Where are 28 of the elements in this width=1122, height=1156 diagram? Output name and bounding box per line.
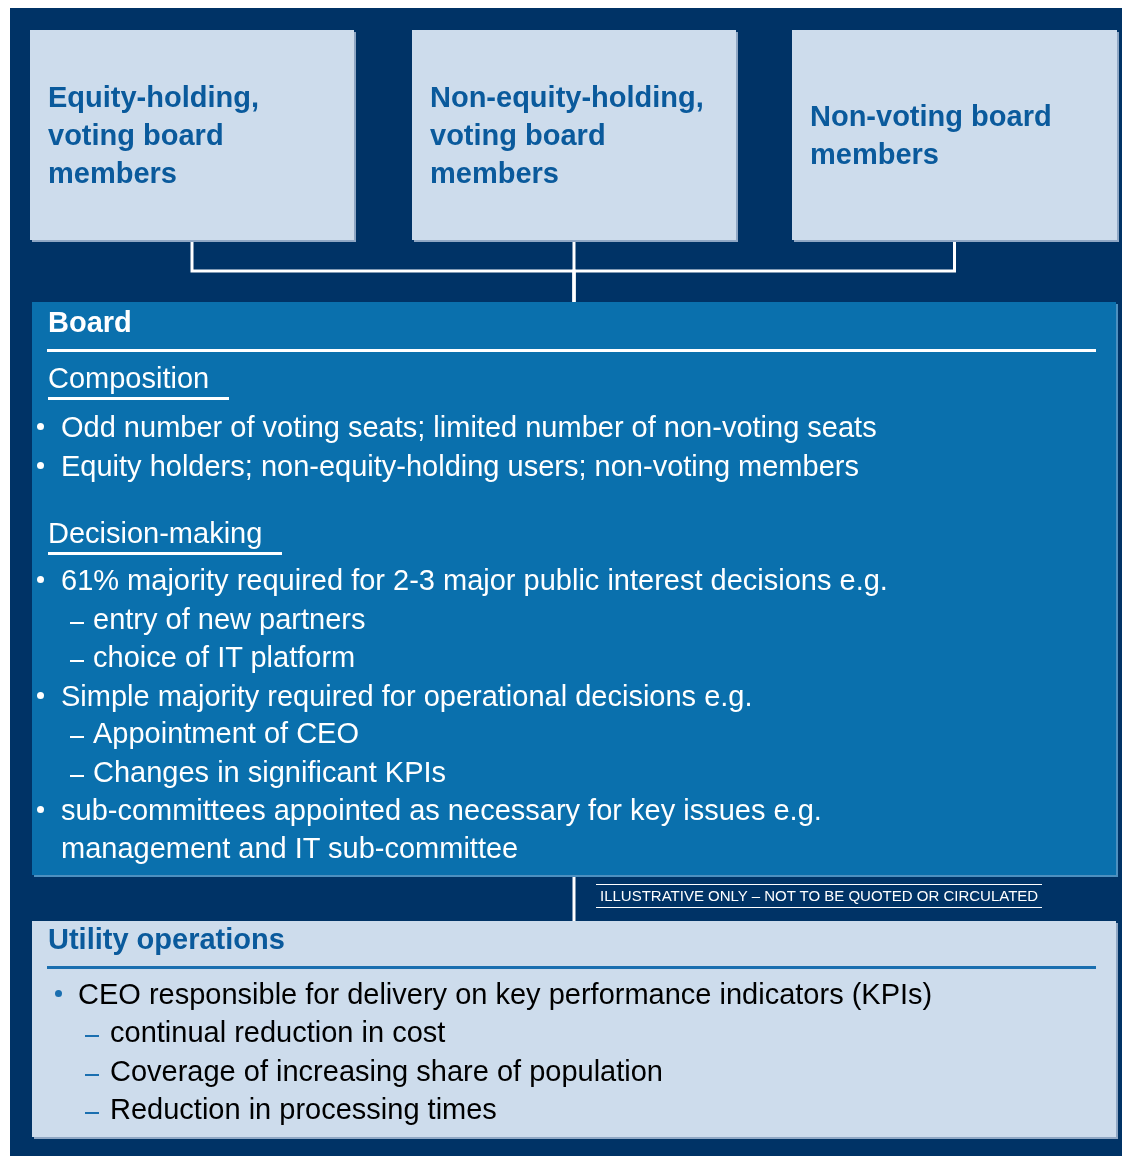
bullet-text: sub-committees appointed as necessary for key issues e.g. management and IT sub-committee [61,793,823,866]
bullet-text: Equity holders; non-equity-holding users; non-voting members [61,449,860,484]
sub-bullet-text: Appointment of CEO [93,716,359,751]
sub-bullet-text: entry of new partners [93,602,366,637]
member-label: Non-voting board members [810,99,1053,172]
panel-heading: Board [48,305,132,340]
operations-panel [32,921,1116,1137]
section-heading: Composition [48,359,230,400]
member-box [792,30,1117,240]
sub-bullet-text: Coverage of increasing share of population [110,1054,663,1089]
panel-heading: Utility operations [48,922,285,957]
sub-bullet-text: choice of IT platform [93,640,356,675]
sub-bullet-text: continual reduction in cost [110,1015,446,1050]
member-label: Equity-holding, voting board members [48,80,260,191]
member-label: Non-equity-holding, voting board members [430,80,705,191]
connector-line [572,875,576,921]
bullet-text: Simple majority required for operational decisions e.g. [61,679,754,714]
bullet-text: 61% majority required for 2-3 major public interest decisions e.g. [61,563,889,598]
sub-bullet-text: Reduction in processing times [110,1092,497,1127]
board-panel [32,302,1116,875]
bullet-text: Odd number of voting seats; limited number of non-voting seats [61,410,878,445]
section-heading: Decision-making [48,514,283,555]
member-box [412,30,736,240]
disclaimer-stamp: ILLUSTRATIVE ONLY – NOT TO BE QUOTED OR CIRCULATED [596,884,1043,908]
connector-line [572,240,956,302]
bullet-text: CEO responsible for delivery on key performance indicators (KPIs) [78,977,934,1012]
sub-bullet-text: Changes in significant KPIs [93,755,447,790]
member-box [30,30,354,240]
